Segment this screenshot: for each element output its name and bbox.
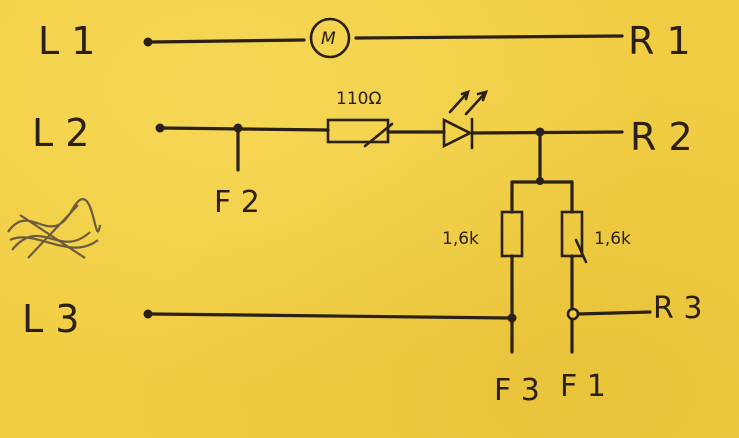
junction-parallel xyxy=(536,177,544,185)
led-symbol xyxy=(442,89,489,150)
label-r3: R 3 xyxy=(653,291,702,326)
motor-symbol xyxy=(309,17,351,59)
resistor-left xyxy=(500,210,524,258)
junction-r2 xyxy=(535,127,545,137)
resistor-right-group: 1,6k xyxy=(560,210,631,354)
junction-f2 xyxy=(233,123,243,133)
label-f1: F 1 xyxy=(560,369,606,404)
label-r2: R 2 xyxy=(630,115,693,159)
line-l1: M xyxy=(143,17,624,59)
terminal-l2 xyxy=(155,123,165,133)
terminal-l1 xyxy=(143,37,153,47)
label-l2: L 2 xyxy=(32,111,89,155)
line-l2: F 2 110Ω xyxy=(155,89,624,220)
label-f3: F 3 xyxy=(494,373,540,408)
label-r1: R 1 xyxy=(628,19,691,63)
label-f2: F 2 xyxy=(214,185,260,220)
resistor-110-label: 110Ω xyxy=(336,89,381,109)
resistor-left-group: 1,6k xyxy=(442,210,524,354)
resistor-110 xyxy=(326,118,390,144)
label-l1: L 1 xyxy=(38,19,95,63)
scribbled-label xyxy=(7,198,102,259)
resistor-right-label: 1,6k xyxy=(594,229,631,249)
line-l3 xyxy=(143,307,652,323)
terminal-l3 xyxy=(143,309,153,319)
label-l3: L 3 xyxy=(22,297,79,341)
junction-f3 xyxy=(507,313,517,323)
resistor-left-label: 1,6k xyxy=(442,229,479,249)
motor-label: M xyxy=(321,29,336,49)
